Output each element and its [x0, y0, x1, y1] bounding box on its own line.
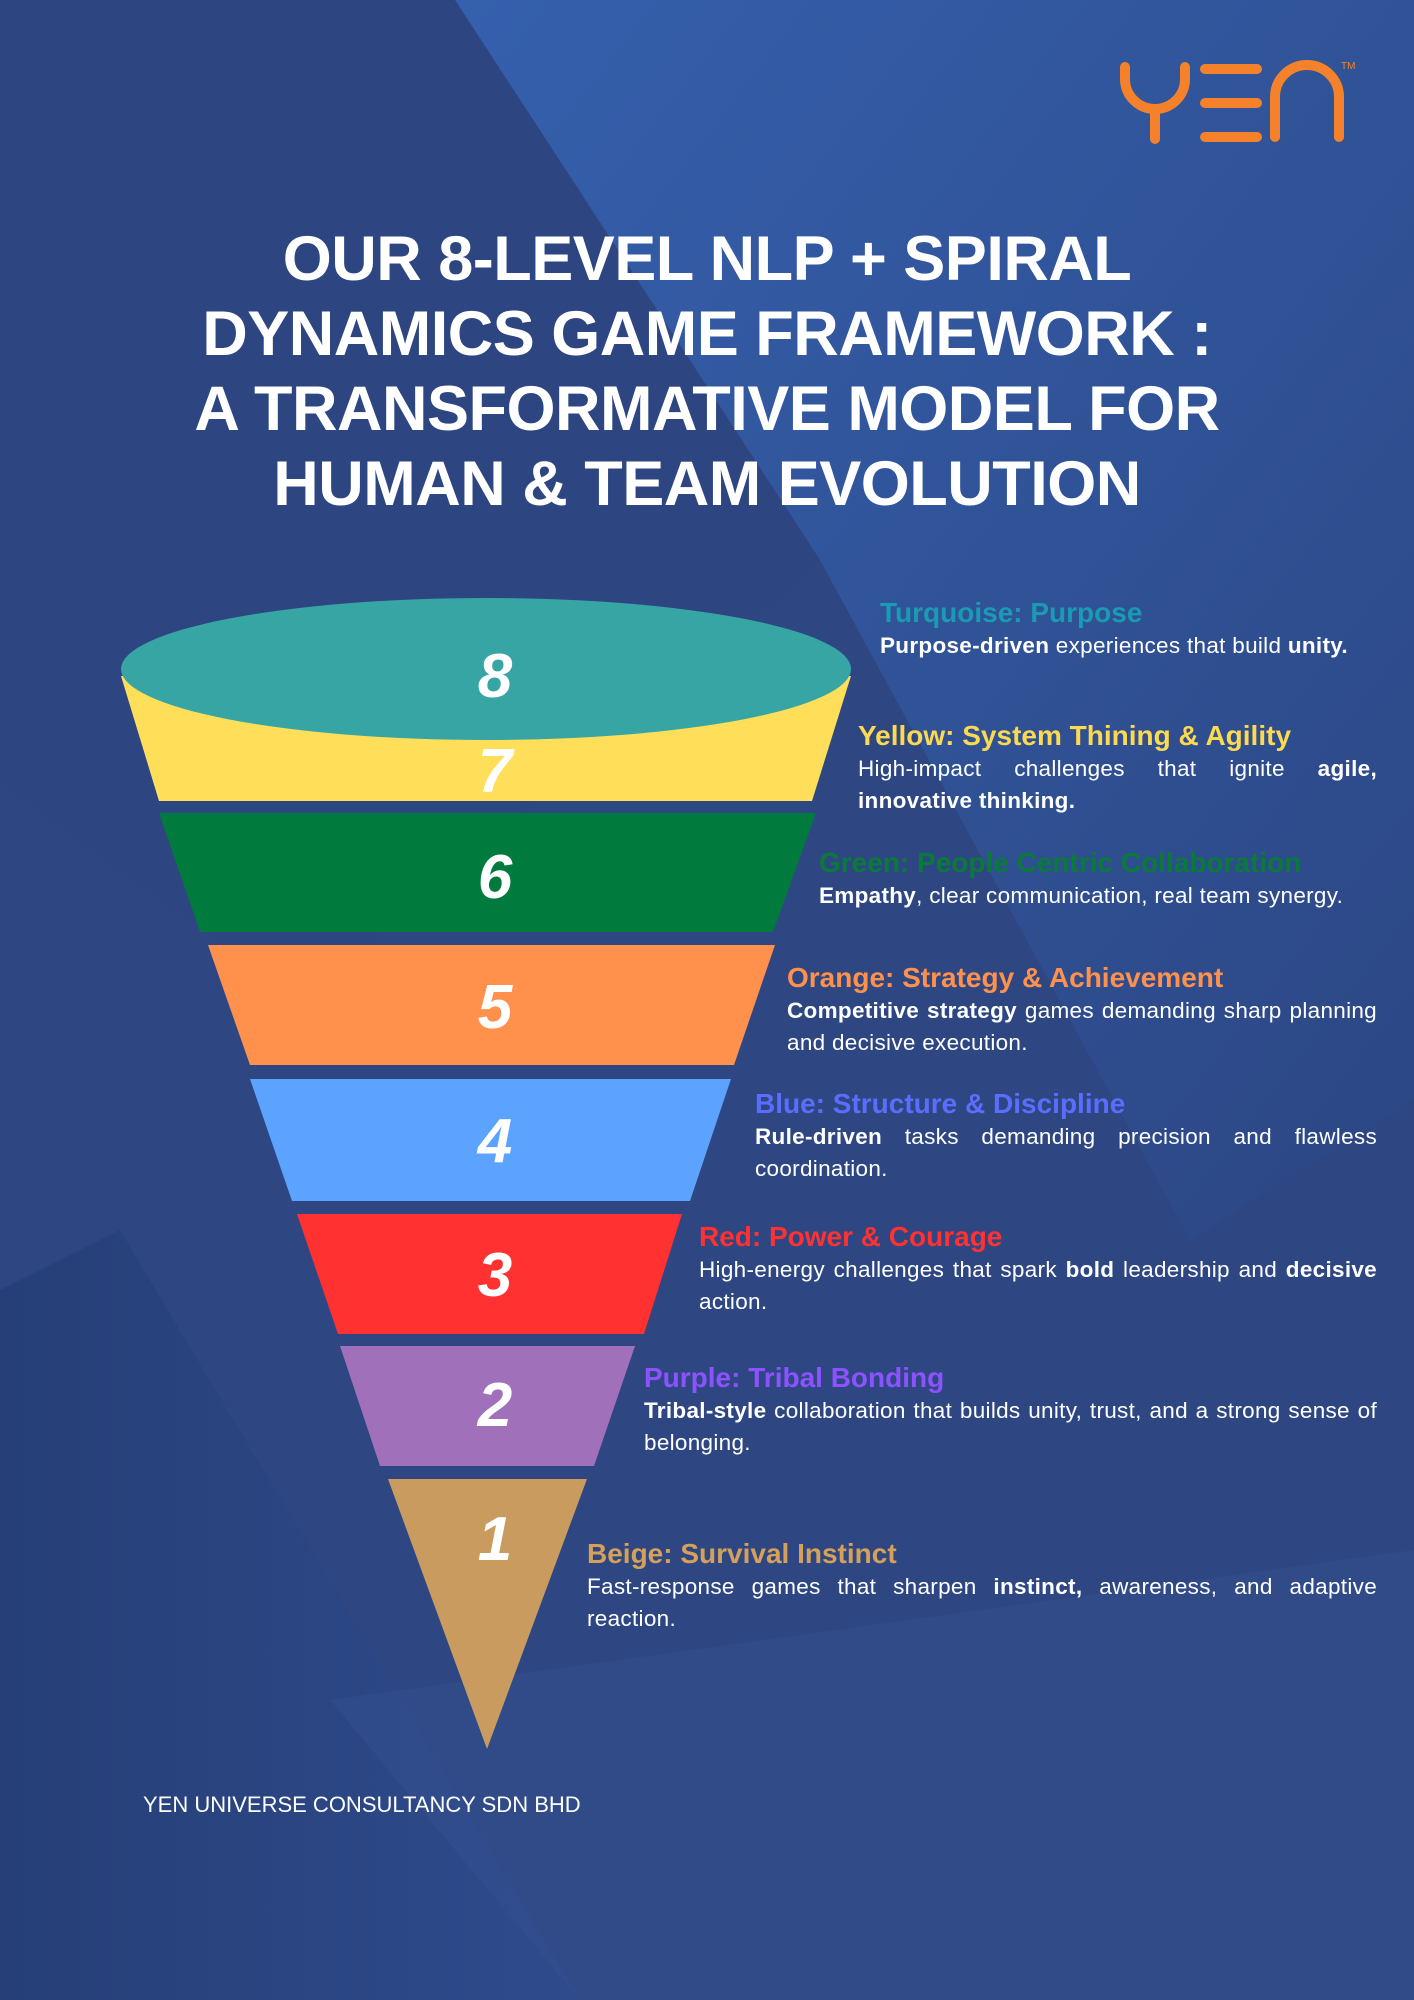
body-text: leadership and	[1114, 1257, 1286, 1282]
page-title: OUR 8-LEVEL NLP + SPIRAL DYNAMICS GAME F…	[60, 222, 1354, 522]
body-text: Fast-response games that sharpen	[587, 1574, 994, 1599]
title-line: A TRANSFORMATIVE MODEL FOR	[194, 374, 1220, 444]
title-line: OUR 8-LEVEL NLP + SPIRAL	[282, 224, 1132, 294]
funnel-layer-2	[340, 1346, 635, 1466]
funnel-layer-4	[250, 1079, 731, 1201]
emphasis-text: Purpose-driven	[880, 633, 1050, 658]
company-name: YEN UNIVERSE CONSULTANCY SDN BHD	[143, 1792, 581, 1817]
body-text: games demanding sharp planning and decis…	[787, 998, 1377, 1055]
level-number-3: 3	[478, 1241, 512, 1310]
level-text: Rule-driven tasks demanding precision an…	[755, 1121, 1377, 1185]
funnel-layer-6	[159, 813, 816, 932]
emphasis-text: bold	[1065, 1257, 1115, 1282]
funnel-layer-5	[208, 945, 775, 1065]
level-text: High-impact challenges that ignite agile…	[858, 753, 1377, 817]
emphasis-text: Competitive strategy	[787, 998, 1017, 1023]
level-number-8: 8	[478, 642, 513, 711]
level-text: Tribal-style collaboration that builds u…	[644, 1395, 1377, 1459]
body-text: tasks demanding precision and flawless c…	[755, 1124, 1377, 1181]
level-text: Fast-response games that sharpen instinc…	[587, 1571, 1377, 1635]
body-text: , clear communication, real team synergy…	[916, 883, 1344, 908]
emphasis-text: unity.	[1287, 633, 1348, 658]
level-number-7: 7	[478, 737, 515, 806]
level-title: Red: Power & Courage	[699, 1221, 1003, 1252]
level-title: Purple: Tribal Bonding	[644, 1362, 945, 1393]
emphasis-text: Empathy	[819, 883, 917, 908]
level-number-2: 2	[477, 1371, 512, 1440]
level-number-4: 4	[476, 1107, 512, 1176]
body-text: experiences that build	[1049, 633, 1288, 658]
body-text: collaboration that builds unity, trust, …	[644, 1398, 1377, 1455]
level-text: Empathy, clear communication, real team …	[819, 880, 1377, 912]
level-number-1: 1	[478, 1505, 512, 1574]
level-number-6: 6	[478, 843, 513, 912]
funnel-layer-3	[297, 1214, 682, 1334]
level-text: Purpose-driven experiences that build un…	[880, 630, 1377, 662]
level-number-5: 5	[478, 973, 514, 1042]
body-text: High-impact challenges that ignite	[858, 756, 1318, 781]
trademark: TM	[1341, 61, 1355, 72]
level-text: Competitive strategy games demanding sha…	[787, 995, 1377, 1059]
level-title: Turquoise: Purpose	[880, 597, 1143, 628]
level-title: Beige: Survival Instinct	[587, 1538, 897, 1569]
funnel-layer-1	[388, 1479, 587, 1749]
level-title: Yellow: System Thining & Agility	[858, 720, 1292, 751]
title-line: DYNAMICS GAME FRAMEWORK :	[202, 299, 1212, 369]
yen-logo: TM	[1120, 60, 1355, 144]
body-text: awareness, and adaptive reaction.	[587, 1574, 1378, 1631]
level-title: Green: People Centric Collaboration	[819, 847, 1302, 878]
emphasis-text: Rule-driven	[755, 1124, 883, 1149]
body-text: High-energy challenges that spark	[699, 1257, 1066, 1282]
body-text: action.	[699, 1289, 768, 1314]
emphasis-text: agile, innovative thinking.	[858, 756, 1377, 813]
funnel-layer-8	[121, 598, 851, 740]
level-title: Orange: Strategy & Achievement	[787, 962, 1224, 993]
emphasis-text: decisive	[1285, 1257, 1377, 1282]
emphasis-text: instinct,	[993, 1574, 1083, 1599]
level-text: High-energy challenges that spark bold l…	[699, 1254, 1377, 1318]
emphasis-text: Tribal-style	[644, 1398, 767, 1423]
level-title: Blue: Structure & Discipline	[755, 1088, 1126, 1119]
title-line: HUMAN & TEAM EVOLUTION	[273, 449, 1141, 519]
